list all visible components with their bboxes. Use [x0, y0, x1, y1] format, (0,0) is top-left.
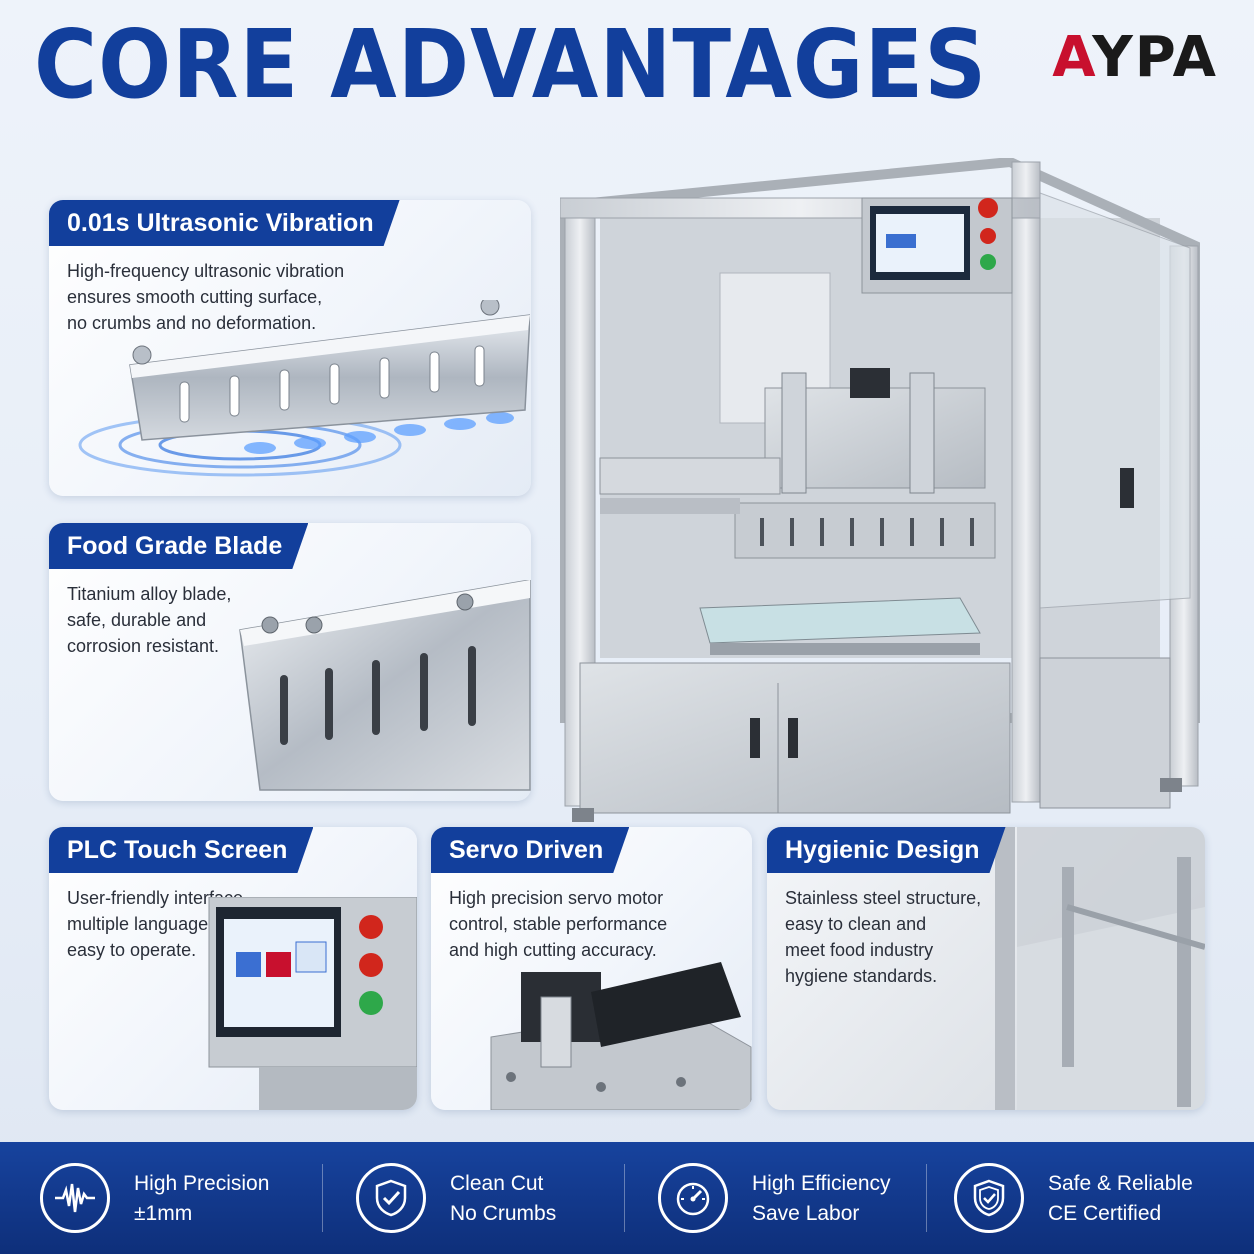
feature-safe-reliable: Safe & Reliable CE Certified [914, 1142, 1214, 1254]
feature-card-hygienic: Hygienic Design Stainless steel structur… [767, 827, 1205, 1110]
feature-clean-cut: Clean Cut No Crumbs [316, 1142, 616, 1254]
servo-motor-image [490, 962, 752, 1110]
card-description: High-frequency ultrasonic vibration ensu… [67, 258, 344, 336]
steel-cabinet-image [995, 827, 1205, 1110]
card-description: Stainless steel structure, easy to clean… [785, 885, 981, 989]
card-description-line: High-frequency ultrasonic vibration [67, 261, 345, 281]
card-description-line: control, stable performance [449, 914, 668, 934]
card-title: Hygienic Design [767, 827, 1006, 873]
card-description-line: High precision servo motor [449, 888, 664, 908]
feature-subtitle: ±1mm [134, 1202, 193, 1225]
card-description-line: Stainless steel structure, [785, 888, 982, 908]
waveform-icon [40, 1163, 110, 1233]
brand-logo-letter: A [1052, 25, 1093, 90]
feature-divider [322, 1164, 323, 1232]
card-description-line: meet food industry [785, 940, 934, 960]
touch-screen-image [208, 897, 417, 1110]
cutting-machine-image [560, 158, 1200, 822]
card-description-line: and high cutting accuracy. [449, 940, 657, 960]
card-description-line: easy to clean and [785, 914, 927, 934]
brand-logo: AYPA [1052, 30, 1218, 86]
feature-high-precision: High Precision ±1mm [0, 1142, 300, 1254]
brand-logo-rest: YPA [1092, 25, 1218, 90]
feature-title: High Precision [134, 1172, 270, 1195]
feature-divider [624, 1164, 625, 1232]
feature-subtitle: CE Certified [1048, 1202, 1162, 1225]
titanium-blade-image [239, 580, 531, 791]
feature-card-servo: Servo Driven High precision servo motor … [431, 827, 752, 1110]
feature-bar: High Precision ±1mm Clean Cut No Crumbs … [0, 1142, 1254, 1254]
card-description-line: safe, durable and [67, 610, 207, 630]
feature-title: High Efficiency [752, 1172, 891, 1195]
feature-title: Clean Cut [450, 1172, 544, 1195]
card-title: Food Grade Blade [49, 523, 308, 569]
feature-subtitle: No Crumbs [450, 1202, 557, 1225]
page-title: CORE ADVANTAGES [34, 10, 988, 121]
feature-divider [926, 1164, 927, 1232]
card-title: Servo Driven [431, 827, 629, 873]
shield-badge-icon [954, 1163, 1024, 1233]
ultrasonic-blade-image [78, 300, 530, 477]
card-description: User-friendly interface, multiple langua… [67, 885, 248, 963]
card-description-line: corrosion resistant. [67, 636, 220, 656]
feature-subtitle: Save Labor [752, 1202, 860, 1225]
card-title: 0.01s Ultrasonic Vibration [49, 200, 400, 246]
feature-title: Safe & Reliable [1048, 1172, 1193, 1195]
card-description-line: ensures smooth cutting surface, [67, 287, 323, 307]
card-description: Titanium alloy blade, safe, durable and … [67, 581, 231, 659]
card-description-line: User-friendly interface, [67, 888, 249, 908]
card-description-line: multiple language, [67, 914, 214, 934]
card-title: PLC Touch Screen [49, 827, 313, 873]
card-description-line: no crumbs and no deformation. [67, 313, 317, 333]
feature-high-efficiency: High Efficiency Save Labor [618, 1142, 918, 1254]
card-description-line: Titanium alloy blade, [67, 584, 232, 604]
feature-card-plc: PLC Touch Screen User-friendly interface… [49, 827, 417, 1110]
speedometer-icon [658, 1163, 728, 1233]
card-description-line: easy to operate. [67, 940, 197, 960]
shield-check-icon [356, 1163, 426, 1233]
card-description: High precision servo motor control, stab… [449, 885, 667, 963]
card-description-line: hygiene standards. [785, 966, 938, 986]
